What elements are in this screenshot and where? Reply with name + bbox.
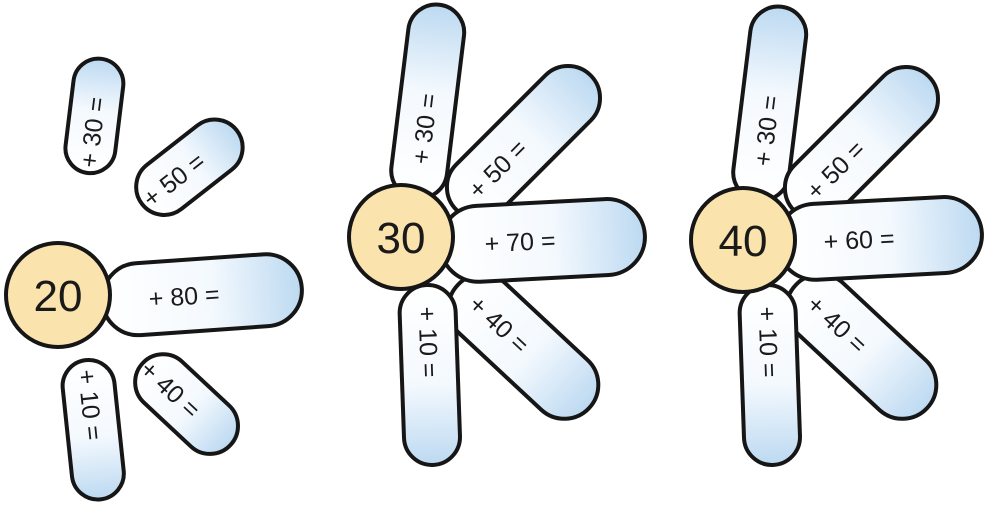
flower-1: + 30 = + 50 = + 40 = + 10 = + 80 = 20 [6, 56, 304, 502]
flower-2-center: 30 [349, 185, 453, 289]
flower-2: + 30 = + 50 = + 40 = + 10 = + 70 = 30 [349, 1, 647, 466]
flower-1-petal-2: + 50 = [125, 108, 254, 226]
flower-3: + 30 = + 50 = + 40 = + 10 = + 60 = 40 [691, 3, 984, 466]
flower-1-petal-3: + 80 = [100, 252, 305, 338]
flower-1-petal-5: + 10 = [60, 357, 126, 502]
flower-1-petal-4: + 40 = [124, 343, 250, 466]
flower-1-center-number: 20 [34, 272, 83, 321]
flower-2-petal-3: + 70 = [438, 197, 647, 284]
flower-3-petal-3-label: + 60 = [823, 225, 895, 257]
flower-2-petal-3-label: + 70 = [484, 227, 556, 259]
flower-2-petal-4: + 40 = [434, 260, 612, 432]
flower-3-center-number: 40 [719, 217, 768, 266]
flower-1-center: 20 [6, 243, 110, 347]
flower-3-petal-3: + 60 = [775, 195, 984, 282]
flower-1-petal-1: + 30 = [63, 56, 127, 176]
flower-3-petal-5-label: + 10 = [752, 306, 782, 378]
flower-3-petal-5: + 10 = [739, 284, 801, 466]
flower-2-center-number: 30 [377, 214, 426, 263]
flower-2-petal-5: + 10 = [399, 284, 461, 466]
flower-1-petal-3-label: + 80 = [148, 281, 221, 314]
flower-3-center: 40 [691, 188, 795, 292]
flower-2-petal-5-label: + 10 = [412, 306, 442, 378]
